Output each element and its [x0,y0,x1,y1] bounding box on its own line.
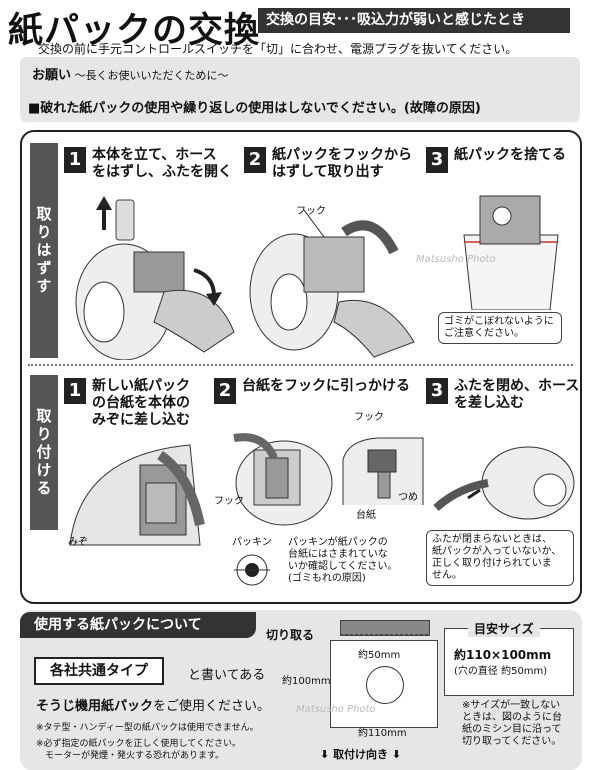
install-step-2-text: 台紙をフックに引っかける [242,378,410,394]
paper-bag-heading: 使用する紙パックについて [20,612,256,638]
board-label: 台紙 [356,510,376,521]
insert-board-illustration [69,444,205,546]
header-banner: 交換の目安･･･吸込力が弱いと感じたとき [258,8,570,33]
cut-label: 切り取る [266,628,315,642]
cut-strip [340,620,430,636]
common-type-label: 各社共通タイプ [34,657,164,685]
cardboard-hole [366,666,404,704]
packing-label: パッキン [232,537,272,548]
install-step-1-text: 新しい紙パック の台紙を本体の みぞに差し込む [92,378,190,428]
install-step-3-number: 3 [426,378,448,404]
install-side-label: 取り付ける [30,375,58,530]
removal-step-2-number: 2 [244,147,266,173]
use-instruction-bold: そうじ機用紙パック [36,699,154,714]
perforation-line [340,634,428,635]
removal-side-label: 取りはずす [30,143,58,358]
notice-text: ■破れた紙パックの使用や繰り返しの使用はしないでください。(故障の原因) [28,101,481,116]
remove-bag-illustration [249,209,415,358]
paper-note-2: ※必ず指定の紙パックを正しく使用してください。 モーターが発煙・発火する恐れがあ… [36,739,242,761]
packing-icon [234,554,270,586]
groove-label: みぞ [68,537,88,548]
notice-label: お願い ～長くお使いいただくために～ [32,64,229,83]
direction-text: 取付け向き [333,748,389,761]
removal-step-3-text: 紙パックを捨てる [454,147,566,163]
close-lid-illustration [433,446,575,520]
removal-step-1-number: 1 [64,147,86,173]
lid-note: ふたが閉まらないときは、 紙パックが入っていないか、 正しく取り付けられていま … [426,530,574,586]
install-step-3-text: ふたを閉め、ホース を差し込む [454,378,580,411]
size-value: 約110×100mm [454,648,552,662]
down-arrow-icon: ⬇ [320,748,330,761]
direction-label: ⬇ 取付け向き ⬇ [320,746,401,762]
vacuum-open-lid-illustration [75,196,235,360]
hook-board-illustration [233,433,333,526]
removal-step-3-number: 3 [426,147,448,173]
hole-diameter-label: 約50mm [358,650,401,661]
removal-warning-note: ゴミがこぼれないように ご注意ください。 [438,312,562,344]
claw-label: つめ [398,492,418,503]
instruction-panel [20,130,582,604]
section-divider [28,364,573,366]
size-box [444,628,574,696]
down-arrow-icon-right: ⬇ [391,748,402,761]
paper-note-1: ※タテ型・ハンディー型の紙パックは使用できません。 [36,723,259,733]
notice-label-suffix: ～長くお使いいただくために～ [74,69,229,82]
packing-note: パッキンが紙パックの 台紙にはさまれていな いか確認してください。 (ゴミもれの… [288,537,398,584]
common-type-suffix: と書いてある [188,668,266,683]
watermark-top: Matsusho Photo [416,254,496,265]
header-instruction: 交換の前に手元コントロールスイッチを「切」に合わせ、電源プラグを抜いてください。 [38,42,518,56]
notice-box [20,57,580,122]
watermark-bottom: Matsusho Photo [296,704,376,715]
install-hook-label-a: フック [214,496,244,507]
install-step-2-number: 2 [214,378,236,404]
height-label: 約100mm [282,676,331,687]
size-hole-note: (穴の直径 約50mm) [454,666,548,677]
use-instruction: そうじ機用紙パックをご使用ください。 [36,695,270,714]
removal-step-2-text: 紙パックをフックから はずして取り出す [272,147,412,180]
install-step-1-number: 1 [64,378,86,404]
page-title: 紙パックの交換 [8,11,261,51]
notice-label-main: お願い [32,68,72,83]
removal-hook-label: フック [296,206,326,217]
install-hook-label-b: フック [354,412,384,423]
size-note: ※サイズが一致しない ときは、図のように台 紙のミシン目に沿って 切り取ってくだ… [462,700,562,747]
discard-bag-illustration [463,195,559,310]
size-title: 目安サイズ [468,620,540,637]
use-instruction-rest: をご使用ください。 [153,699,271,714]
hook-detail-illustration [342,437,424,505]
width-label: 約110mm [358,728,407,739]
removal-step-1-text: 本体を立て、ホース をはずし、ふたを開く [92,147,232,180]
